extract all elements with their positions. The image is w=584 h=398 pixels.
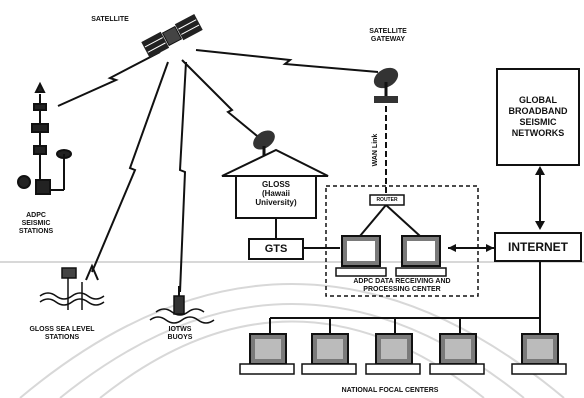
national-focal-centers-label: NATIONAL FOCAL CENTERS	[300, 387, 480, 395]
link-satellite-buoy	[180, 62, 186, 292]
router-label: ROUTER	[370, 196, 404, 204]
adpc-computer-right-icon	[396, 236, 446, 276]
arrow-left-icon	[448, 244, 456, 252]
gts-box: GTS	[248, 238, 304, 260]
focal-computer-icon	[366, 334, 420, 374]
adpc-seismic-stations-label: ADPC SEISMIC STATIONS	[4, 212, 68, 236]
gloss-hawaii-label: GLOSS (Hawaii University)	[238, 180, 314, 207]
global-broadband-box: GLOBAL BROADBAND SEISMIC NETWORKS	[496, 68, 580, 166]
satellite-gateway-dish-icon	[370, 64, 402, 103]
iotws-buoys-label: IOTWS BUOYS	[150, 326, 210, 342]
focal-computer-icon	[302, 334, 356, 374]
internet-box: INTERNET	[494, 232, 582, 262]
adpc-seismic-station-icon	[18, 84, 71, 194]
satellite-gateway-label: SATELLITE GATEWAY	[356, 28, 420, 44]
link-router-left-pc	[360, 205, 386, 236]
focal-computer-icon	[430, 334, 484, 374]
link-satellite-adpc	[58, 52, 160, 106]
link-satellite-sealevel	[92, 62, 168, 272]
satellite-icon	[141, 14, 202, 58]
arrow-up-icon	[535, 166, 545, 175]
adpc-center-label: ADPC DATA RECEIVING AND PROCESSING CENTE…	[326, 278, 478, 294]
adpc-computer-left-icon	[336, 236, 386, 276]
arrow-right-icon	[486, 244, 494, 252]
wan-link-label: WAN Link	[372, 126, 380, 174]
national-focal-computers	[240, 334, 566, 374]
arrow-down-icon	[535, 221, 545, 230]
focal-computer-icon	[240, 334, 294, 374]
sea-level-station-icon	[40, 266, 104, 310]
gloss-sea-level-label: GLOSS SEA LEVEL STATIONS	[14, 326, 110, 342]
satellite-label: SATELLITE	[80, 16, 140, 24]
link-satellite-gloss	[182, 60, 262, 140]
focal-computer-icon	[512, 334, 566, 374]
link-router-right-pc	[386, 205, 420, 236]
link-satellite-gateway	[196, 50, 378, 72]
